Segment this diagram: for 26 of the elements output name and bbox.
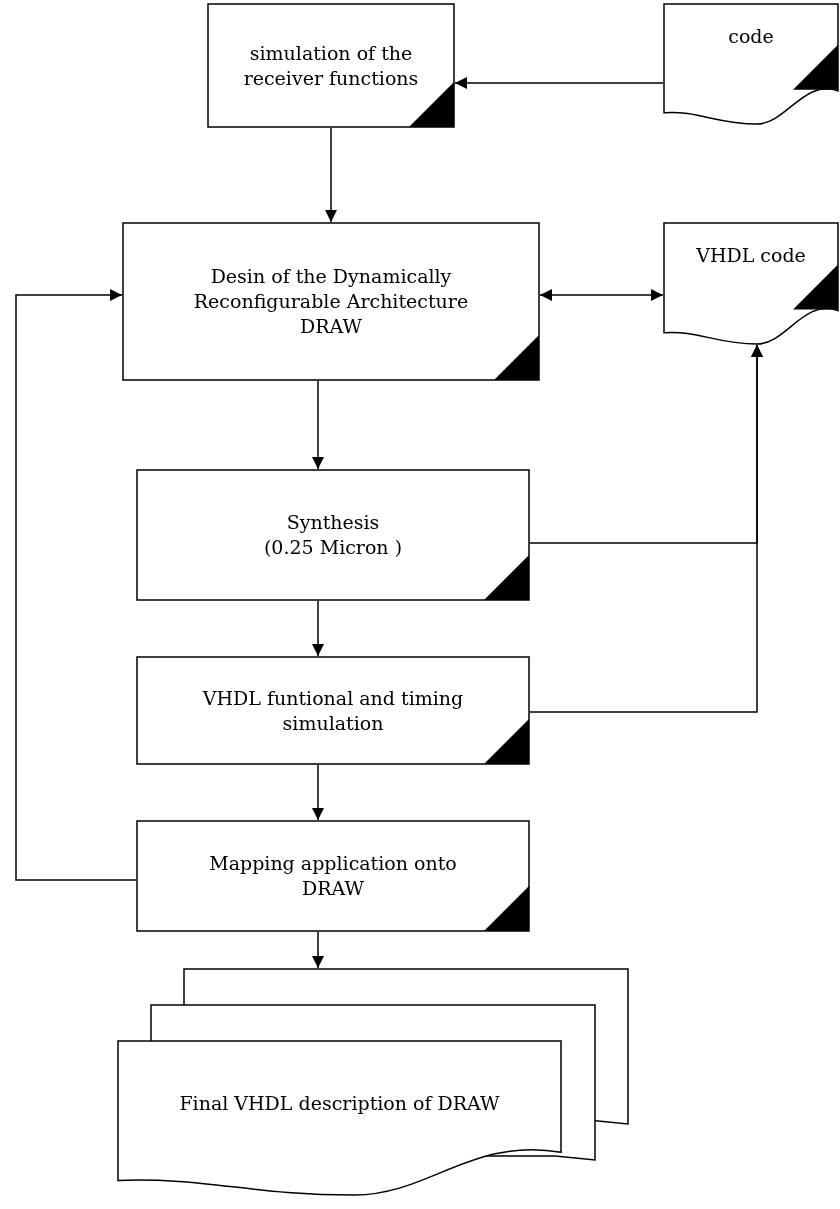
arrow (312, 931, 324, 969)
process-box (136, 469, 530, 601)
node-label: simulation of the receiver functions (242, 40, 420, 91)
arrow (325, 127, 337, 223)
node-label: Mapping application onto DRAW (208, 851, 458, 901)
process-box (136, 820, 530, 932)
process-box (136, 656, 530, 765)
process-box (122, 222, 540, 381)
process-box (207, 3, 455, 128)
node-label: (0.25 Micron ) (263, 535, 403, 560)
node-label: VHDL code (696, 243, 806, 269)
arrow (539, 289, 664, 301)
arrow (312, 380, 324, 470)
arrow (529, 344, 763, 713)
arrow (312, 600, 324, 657)
node-label: Final VHDL description of DRAW (179, 1090, 500, 1116)
document-shape (663, 222, 839, 345)
arrow (15, 289, 137, 881)
node-label: code (728, 24, 774, 49)
node-label: VHDL funtional and timing simulation (201, 685, 465, 736)
multi-document-stack (117, 968, 628, 1196)
node-label: Desin of the Dynamically Reconfigurable Architecture DRAW (192, 264, 470, 339)
arrow (312, 764, 324, 821)
document-shape (663, 3, 839, 125)
node-label: Synthesis (286, 510, 380, 535)
arrow (454, 77, 664, 89)
